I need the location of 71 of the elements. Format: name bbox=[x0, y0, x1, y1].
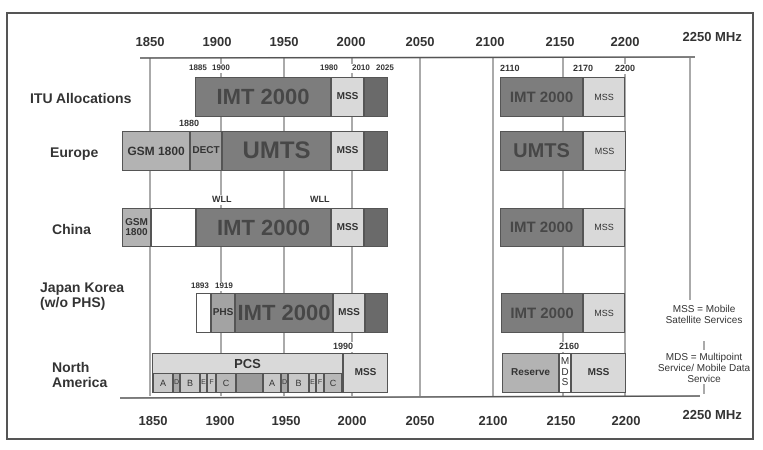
tick-label: 2000 bbox=[336, 35, 366, 50]
tick-label: 2100 bbox=[478, 414, 508, 428]
frequency-label: WLL bbox=[211, 195, 232, 205]
frequency-band: B bbox=[180, 373, 200, 393]
frequency-band: MSS bbox=[331, 77, 364, 117]
frequency-label: 1980 bbox=[319, 64, 339, 73]
frequency-band bbox=[152, 353, 343, 393]
frequency-band: A bbox=[153, 373, 173, 393]
row-label: ITU Allocations bbox=[30, 91, 132, 106]
frequency-band: MSS bbox=[583, 208, 625, 247]
tick-label: 1900 bbox=[206, 414, 234, 428]
band-block bbox=[364, 131, 388, 171]
frequency-band: MSS bbox=[343, 353, 388, 393]
frequency-label: 2160 bbox=[558, 342, 580, 352]
legend-note: MSS = Mobile Satellite Services bbox=[664, 304, 744, 326]
band-block bbox=[196, 293, 211, 333]
band-block bbox=[151, 208, 196, 247]
tick-label: 2050 bbox=[406, 35, 434, 50]
frequency-label: 2010 bbox=[351, 64, 371, 73]
frequency-band: GSM 1800 bbox=[122, 131, 190, 171]
tick-label: 2150 bbox=[546, 414, 576, 428]
frequency-band: MSS bbox=[331, 208, 364, 247]
frequency-band: C bbox=[216, 373, 236, 393]
row-label: China bbox=[52, 222, 91, 238]
frequency-band: MSS bbox=[571, 353, 626, 393]
band-block bbox=[365, 293, 388, 333]
tick-label: 2250 MHz bbox=[682, 408, 742, 422]
frequency-label: 1885 bbox=[188, 64, 208, 73]
legend-note: MDS = Multipoint Service/ Mobile Data Service bbox=[656, 352, 752, 385]
frequency-band: MSS bbox=[583, 131, 626, 171]
frequency-label: 1880 bbox=[178, 119, 200, 129]
tick-label: 1950 bbox=[272, 414, 300, 428]
frequency-band: A bbox=[263, 373, 281, 393]
band-block bbox=[364, 77, 388, 117]
tick-label: 2050 bbox=[406, 414, 434, 428]
tick-label: 1900 bbox=[202, 35, 232, 50]
tick-label: 1850 bbox=[138, 414, 168, 428]
band-block bbox=[364, 208, 388, 247]
tick-label: 2200 bbox=[610, 35, 640, 50]
tick-label: 1950 bbox=[270, 35, 298, 50]
frequency-label: 2200 bbox=[614, 64, 636, 74]
frequency-label: 1919 bbox=[214, 282, 234, 291]
frequency-band: MSS bbox=[583, 293, 625, 333]
frequency-label: 1900 bbox=[211, 64, 231, 73]
row-label: Japan Korea (w/o PHS) bbox=[40, 280, 126, 311]
tick-label: 2000 bbox=[338, 414, 366, 428]
frequency-band: MDS bbox=[559, 353, 571, 393]
frequency-label: 2110 bbox=[499, 64, 521, 74]
frequency-band: DECT bbox=[190, 131, 222, 171]
tick-label: 2150 bbox=[546, 35, 574, 50]
frequency-label: WLL bbox=[309, 195, 330, 205]
frequency-label: 1990 bbox=[332, 342, 354, 352]
frequency-band: PHS bbox=[211, 293, 235, 333]
frequency-label: 2025 bbox=[375, 64, 395, 73]
frequency-band: MSS bbox=[331, 131, 364, 171]
frequency-band: C bbox=[324, 373, 342, 393]
frequency-band: Reserve bbox=[502, 353, 559, 393]
band-block bbox=[236, 373, 263, 393]
frequency-band: MSS bbox=[583, 77, 625, 117]
tick-label: 1850 bbox=[136, 35, 164, 50]
row-label: North America bbox=[52, 360, 108, 391]
tick-label: 2100 bbox=[476, 35, 504, 50]
frequency-label: 2170 bbox=[572, 64, 594, 74]
band-heading: PCS bbox=[234, 357, 261, 370]
frequency-label: 1893 bbox=[190, 282, 210, 291]
row-label: Europe bbox=[50, 145, 98, 160]
frequency-band: MSS bbox=[333, 293, 365, 333]
frequency-band: GSM 1800 bbox=[122, 208, 151, 247]
tick-label: 2250 MHz bbox=[682, 30, 742, 44]
frequency-band: B bbox=[288, 373, 309, 393]
tick-label: 2200 bbox=[612, 414, 640, 428]
